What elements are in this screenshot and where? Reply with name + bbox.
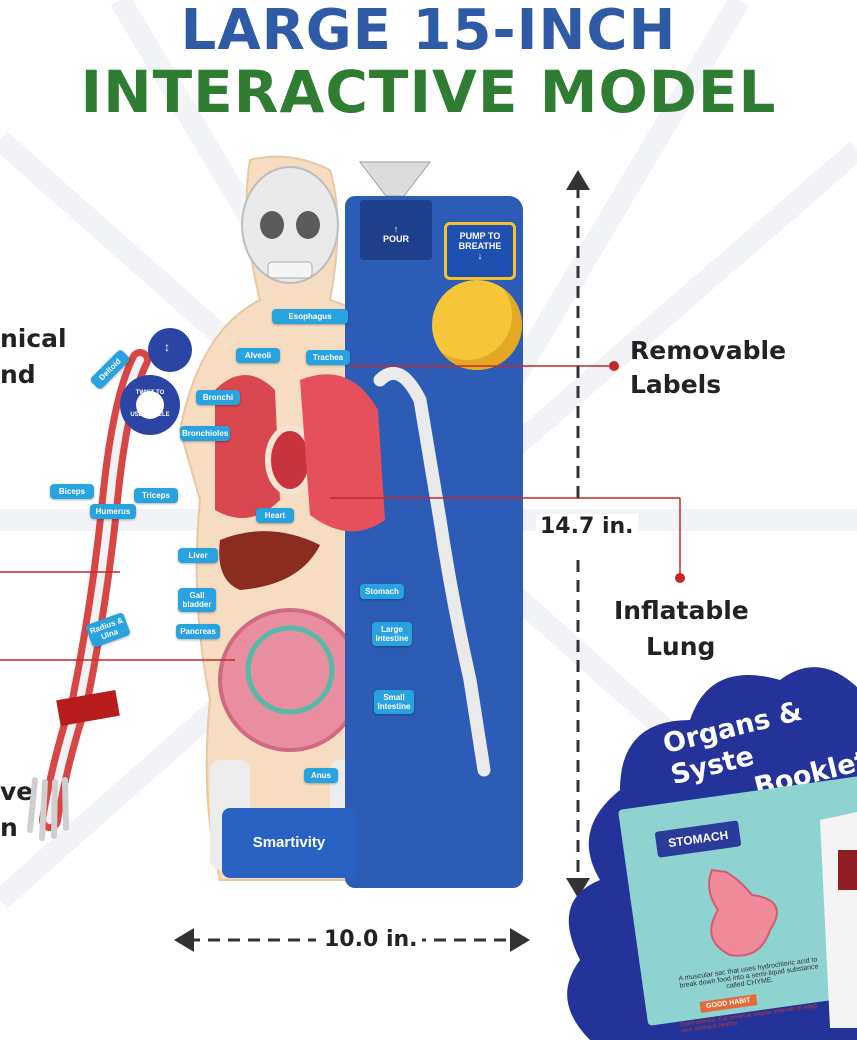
brand-stand: Smartivity <box>222 808 356 878</box>
title-line-2: INTERACTIVE MODEL <box>80 58 777 126</box>
twist-dial-text: TWIST TO USE MUSCLE <box>128 390 172 418</box>
tag-small-intestine[interactable]: Small Intestine <box>374 690 414 714</box>
left-label-top-1: nical <box>0 324 67 353</box>
removable-labels-line-1: Removable <box>630 336 787 365</box>
left-label-top-2: nd <box>0 360 36 389</box>
tag-humerus[interactable]: Humerus <box>90 504 136 519</box>
pump-arrow-icon: ↓ <box>477 251 483 261</box>
pour-label: POUR <box>382 234 409 244</box>
tag-alveoli[interactable]: Alveoli <box>236 348 280 363</box>
left-label-bottom-2: n <box>0 813 18 842</box>
tag-gall-bladder[interactable]: Gall bladder <box>178 588 216 612</box>
pour-port[interactable]: ↑ POUR <box>360 200 432 260</box>
tag-large-intestine[interactable]: Large Intestine <box>372 622 412 646</box>
tag-heart[interactable]: Heart <box>256 508 294 523</box>
tag-liver[interactable]: Liver <box>178 548 218 563</box>
twist-label-1: TWIST TO <box>135 390 165 396</box>
inflatable-lung-line-2: Lung <box>646 632 716 661</box>
twist-label-2: USE MUSCLE <box>130 412 170 418</box>
pump-label-2: BREATHE <box>458 241 502 251</box>
tag-biceps[interactable]: Biceps <box>50 484 94 499</box>
tag-esophagus[interactable]: Esophagus <box>272 309 348 324</box>
tag-bronchi[interactable]: Bronchi <box>196 390 240 405</box>
tag-pancreas[interactable]: Pancreas <box>176 624 220 639</box>
tag-stomach[interactable]: Stomach <box>360 584 404 599</box>
pump-label-1: PUMP TO <box>459 231 501 241</box>
tag-anus[interactable]: Anus <box>304 768 338 783</box>
left-label-bottom-1: ve <box>0 777 34 806</box>
pump-to-breathe-panel: PUMP TO BREATHE ↓ <box>444 222 516 280</box>
width-dimension: 10.0 in. <box>320 927 422 952</box>
tag-trachea[interactable]: Trachea <box>306 350 350 365</box>
inflatable-lung-line-1: Inflatable <box>614 596 749 625</box>
tag-triceps[interactable]: Triceps <box>134 488 178 503</box>
tag-bronchioles[interactable]: Bronchioles <box>180 426 230 441</box>
removable-labels-line-2: Labels <box>630 370 722 399</box>
height-dimension: 14.7 in. <box>536 514 638 539</box>
up-down-arrow-icon: ↕ <box>164 340 170 354</box>
title-line-1: LARGE 15-INCH <box>180 0 677 63</box>
pump-bulb[interactable] <box>432 280 522 370</box>
pour-arrow-icon: ↑ <box>393 224 399 234</box>
